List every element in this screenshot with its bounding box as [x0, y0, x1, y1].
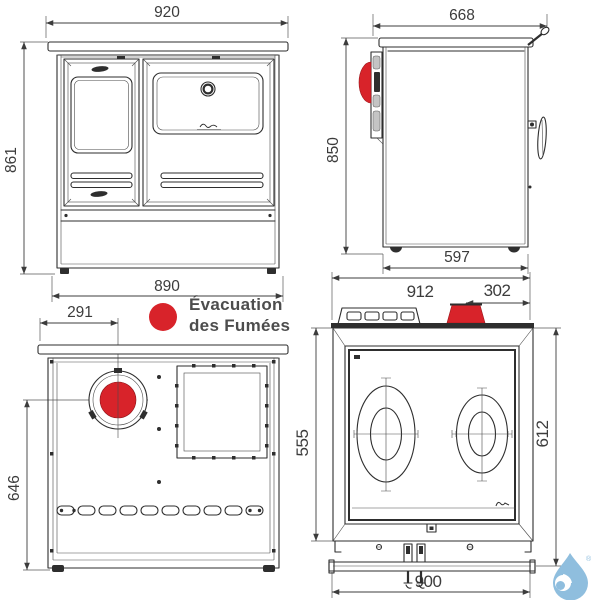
back-right-foot: [263, 565, 275, 572]
side-dimensions: 668 850 597: [325, 7, 548, 274]
side-flue-outlet: [358, 51, 384, 145]
back-left-foot: [52, 565, 64, 572]
dim-label-depth-right: 612: [533, 421, 552, 448]
logo-swirl-dot: [556, 581, 565, 590]
side-view: 668 850 597: [325, 7, 550, 274]
dim-label-front-width-top: 920: [154, 4, 180, 21]
back-view: 291 646: [6, 304, 289, 572]
flue-outlet-side-red: [358, 61, 372, 104]
flue-top-red: [446, 303, 486, 324]
firebox-door: [63, 58, 140, 207]
oven-window: [152, 72, 264, 135]
towel-rail-bracket: [527, 32, 544, 46]
top-back-edge: [331, 323, 534, 328]
side-front-foot: [508, 247, 520, 253]
dim-label-flue-offset: 291: [67, 304, 93, 321]
front-dimensions: 920 861 890: [3, 4, 289, 302]
ash-drawer-handle: [90, 191, 108, 197]
flue-collar: [88, 364, 148, 438]
oven-vent-slat: [160, 172, 264, 180]
front-lower-band: [60, 209, 276, 222]
left-burner-ring: [353, 377, 419, 492]
dim-label-flue-width: 302: [484, 281, 511, 300]
dim-label-top-width: 912: [407, 282, 434, 301]
front-countertop: [47, 41, 289, 56]
hob-corner-mark: [354, 355, 360, 359]
back-body-outline: [47, 357, 280, 572]
dim-label-front-height: 861: [3, 147, 20, 173]
dim-label-front-width-bottom: 890: [154, 278, 180, 295]
back-vent-row: [56, 505, 264, 516]
side-body-outline: [382, 46, 529, 253]
dim-label-base-width: 900: [415, 572, 442, 591]
top-view: 912 302 555 612 900: [293, 272, 561, 598]
right-burner-ring: [451, 387, 513, 482]
top-front-rail-assembly: [328, 540, 536, 589]
oven-door: [142, 58, 275, 207]
back-access-opening: [175, 364, 269, 460]
dim-label-side-depth-bottom: 597: [444, 249, 470, 266]
back-countertop: [37, 344, 289, 359]
side-door-handle: [527, 116, 547, 189]
side-back-foot: [390, 247, 402, 253]
dim-label-side-height: 850: [325, 137, 342, 163]
back-dimensions: 291 646: [6, 304, 148, 571]
top-back-rail: [337, 307, 421, 325]
side-countertop: [378, 26, 550, 52]
firebox-vent-slat: [70, 172, 133, 180]
top-frame: [332, 327, 534, 542]
firebox-window: [70, 76, 133, 154]
oven-vent-slat: [160, 181, 264, 189]
front-view: 920 861 890: [3, 4, 289, 302]
legend-line1: Évacuation: [189, 295, 283, 314]
brand-logo-script: [197, 123, 221, 130]
front-body-outline: [56, 54, 280, 274]
hob-brand-logo: [352, 501, 516, 509]
logo-registered-mark: ®: [586, 555, 592, 563]
dim-label-flue-height: 646: [6, 475, 23, 501]
front-right-foot: [267, 268, 276, 274]
front-handle-rail: [328, 561, 536, 572]
legend: Évacuation des Fumées: [149, 295, 290, 335]
dim-label-side-depth-top: 668: [449, 7, 475, 24]
firebox-door-handle: [91, 66, 109, 72]
thermometer-icon: [200, 81, 216, 97]
flue-legend-marker: [149, 303, 177, 331]
front-left-foot: [60, 268, 69, 274]
water-drop-logo: ®: [553, 553, 592, 600]
firebox-vent-slat: [70, 181, 133, 189]
dim-label-depth-left: 555: [293, 430, 312, 457]
legend-line2: des Fumées: [189, 316, 290, 335]
